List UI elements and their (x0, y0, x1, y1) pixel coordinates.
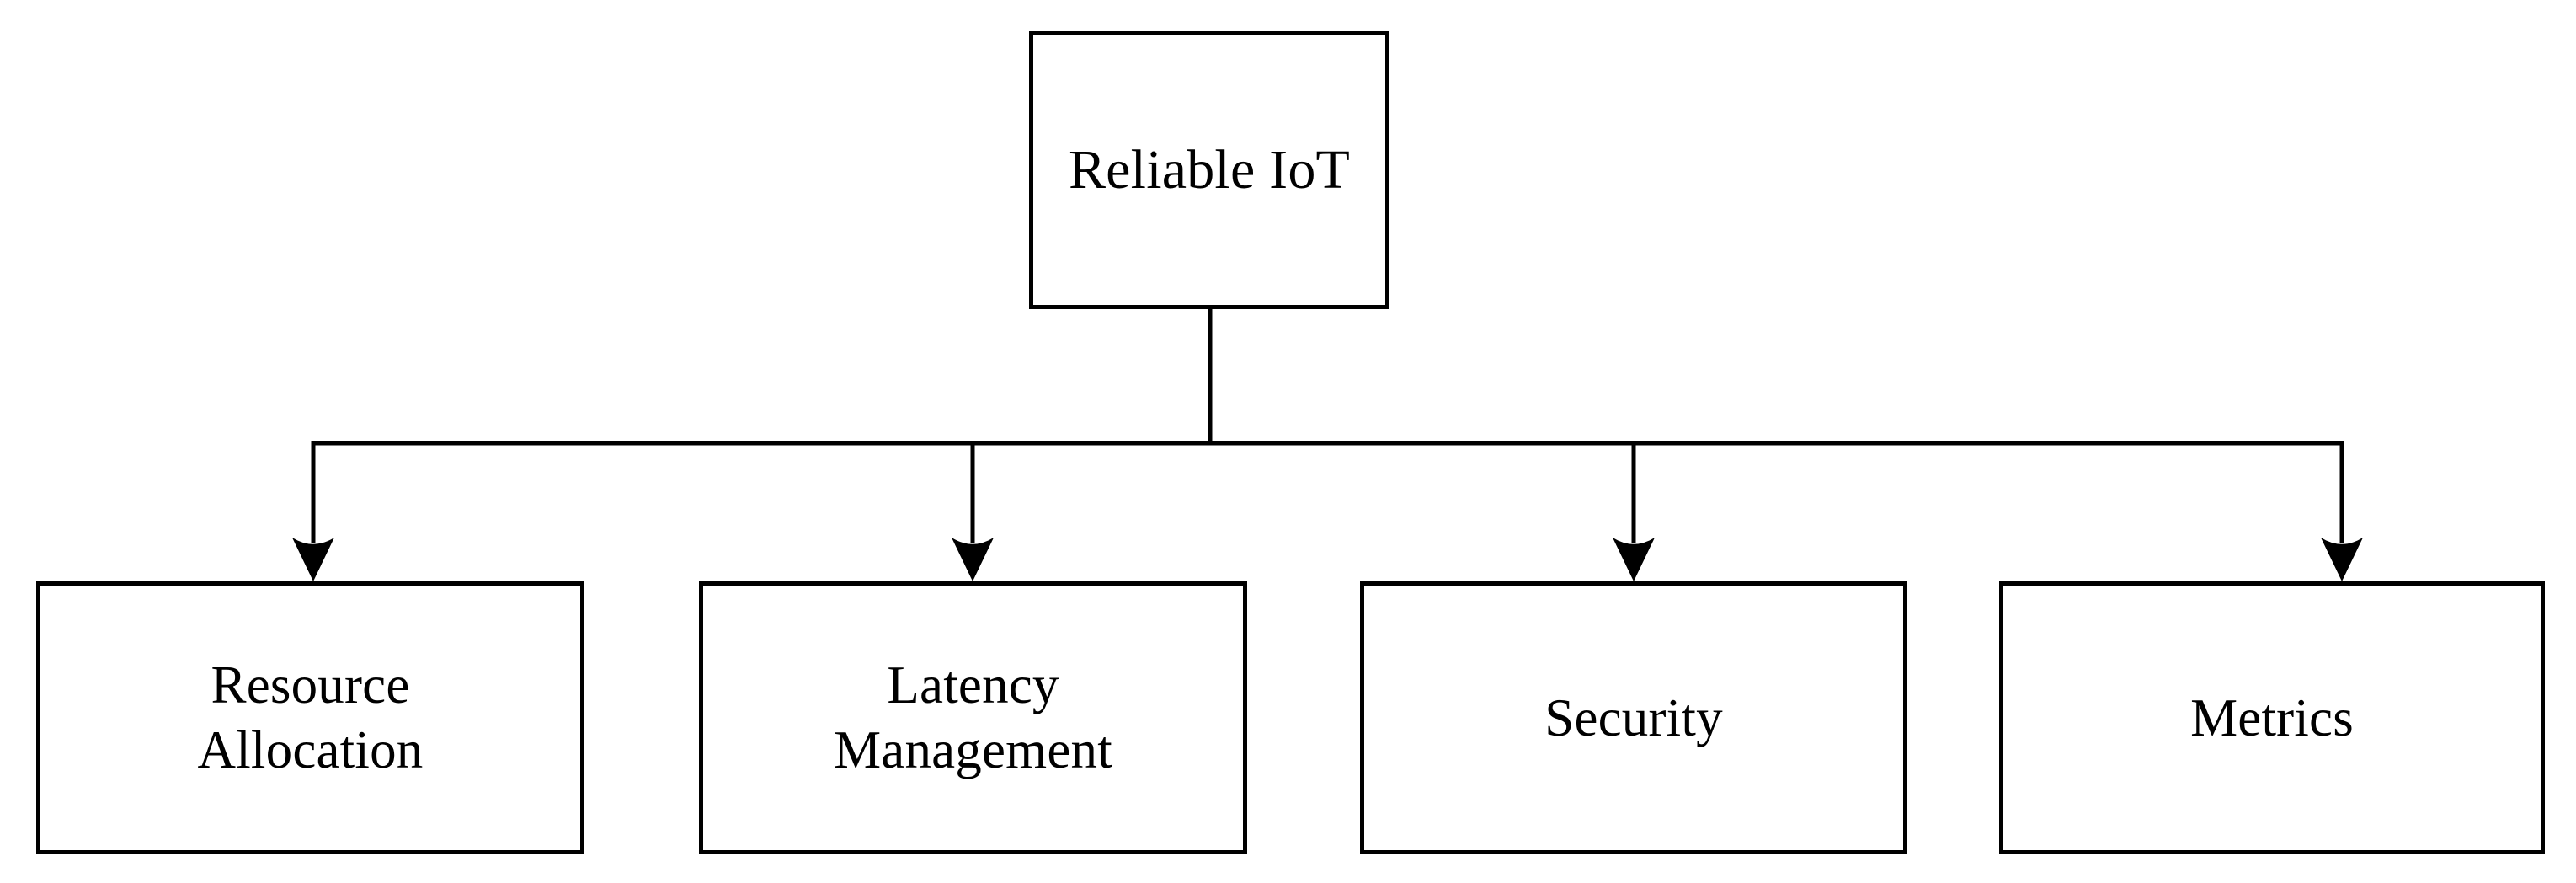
node-label-reliable-iot: Reliable IoT (1068, 138, 1351, 201)
arrowhead-resource-allocation (292, 538, 334, 581)
node-reliable-iot[interactable]: Reliable IoT (1029, 31, 1389, 309)
node-metrics[interactable]: Metrics (1999, 581, 2545, 854)
node-label-latency-management: Latency Management (834, 656, 1112, 779)
node-label-resource-allocation: Resource Allocation (197, 656, 424, 779)
arrowhead-latency-management (952, 538, 994, 581)
node-label-security: Security (1544, 688, 1723, 747)
arrowhead-security (1613, 538, 1655, 581)
node-resource-allocation[interactable]: Resource Allocation (36, 581, 584, 854)
arrowhead-metrics (2321, 538, 2363, 581)
edge-group (311, 309, 2344, 543)
node-security[interactable]: Security (1360, 581, 1907, 854)
arrowhead-group (292, 538, 2363, 581)
node-latency-management[interactable]: Latency Management (699, 581, 1247, 854)
node-label-metrics: Metrics (2190, 688, 2354, 747)
